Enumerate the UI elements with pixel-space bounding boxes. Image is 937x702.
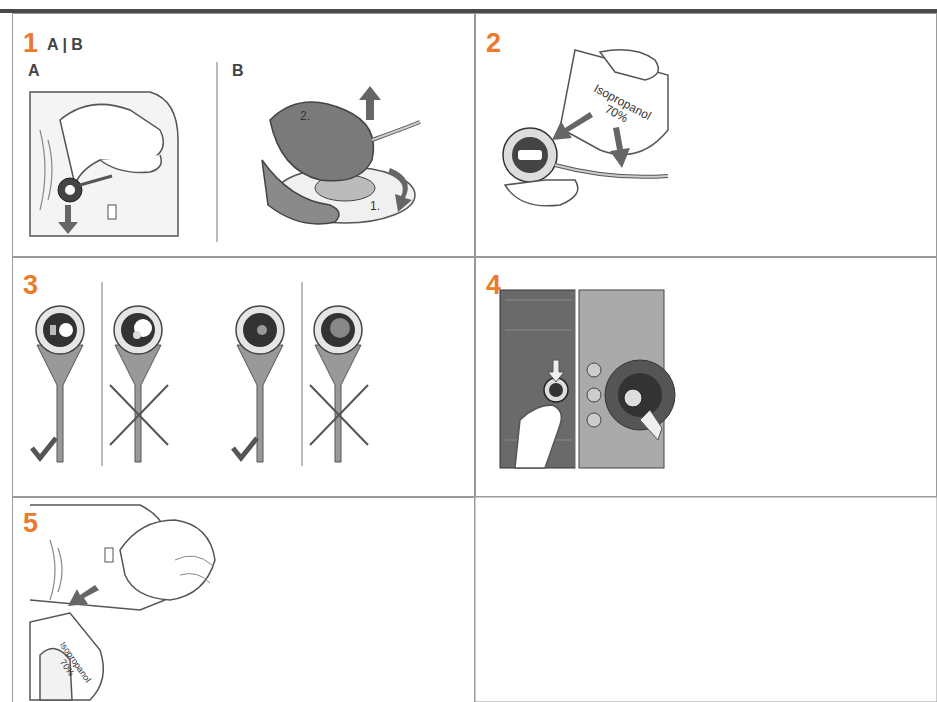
remove-sensor-illustration-part (108, 205, 116, 219)
sensor-check-illustration-part-part (236, 306, 284, 354)
step-number: 1 (23, 28, 38, 59)
step-panel: 1 A | B (12, 13, 475, 257)
attach-sensor-illustration-part (618, 373, 662, 417)
remove-sensor-illustration-part (65, 185, 75, 195)
attach-sensor-illustration-part (587, 413, 601, 427)
step-number: 3 (23, 270, 38, 301)
sensor-check-illustration-part-part (330, 318, 350, 338)
sensor-check-illustration-part (310, 306, 368, 462)
sensor-check-illustration-part (110, 306, 168, 462)
remove-sensor-illustration-part (100, 155, 161, 173)
variant-heading: A | B (47, 36, 83, 54)
divider (217, 62, 218, 242)
clean-skin-illustration (30, 505, 215, 700)
empty-panel (475, 497, 937, 702)
wipe-label: Isopropanol 70% (578, 78, 661, 139)
wipe-label: Isopropanol 70% (46, 636, 95, 695)
sensor-check-illustration-part (102, 282, 103, 466)
sensor-check-illustration-part-part (115, 345, 161, 462)
sensor-check-illustration-part-part (59, 323, 73, 337)
attach-sensor-illustration-part (640, 410, 662, 440)
sensor-check-illustration-part (233, 438, 257, 458)
sensor-check-illustration-part-part (43, 313, 77, 347)
clean-sensor-illustration-part (505, 180, 578, 206)
sensor-check-illustration-part-part (310, 385, 368, 445)
remove-sensor-illustration-part (30, 92, 178, 236)
clean-sensor-illustration-part (503, 128, 557, 182)
sensor-check-illustration-part (32, 438, 56, 458)
clean-sensor-illustration-part (555, 165, 668, 177)
sensor-check-illustration-part-part (37, 345, 83, 462)
remove-sensor-illustration-part (58, 205, 78, 234)
attach-sensor-illustration-part (500, 290, 577, 468)
remove-sensor-illustration-part (80, 176, 112, 185)
sensor-check-illustration-part (236, 306, 284, 462)
attach-sensor-illustration-part (515, 405, 561, 468)
sensor-check-illustration-part-part (36, 306, 84, 354)
sensor-check-illustration-part-part (133, 331, 141, 339)
step-number: 5 (23, 508, 38, 539)
attach-sensor-illustration-part (549, 383, 563, 397)
attach-sensor-illustration-part (624, 389, 642, 407)
remove-sensor-illustration-part (58, 178, 82, 202)
sensor-check-illustration (32, 282, 368, 466)
variant-letter: A (28, 62, 40, 80)
clean-skin-illustration-part (120, 520, 215, 600)
clean-sensor-illustration (503, 50, 668, 206)
lift-sensor-illustration-part (262, 160, 339, 224)
sensor-check-illustration-part (36, 306, 84, 462)
step-panel: 2 (475, 13, 937, 257)
lift-sensor-illustration (262, 86, 420, 224)
clean-skin-illustration-part (175, 556, 212, 583)
attach-sensor-illustration-part (587, 388, 601, 402)
clean-skin-illustration-part (105, 548, 113, 562)
step-number: 4 (486, 270, 501, 301)
sensor-check-illustration-part-part (321, 313, 355, 347)
sensor-check-illustration-part-part (110, 385, 168, 445)
clean-sensor-illustration-part (518, 150, 542, 160)
sensor-check-illustration-part (302, 282, 303, 466)
clean-skin-illustration-part (68, 585, 99, 606)
sequence-number: 1. (370, 200, 380, 213)
clean-sensor-illustration-part (555, 165, 668, 177)
sensor-check-illustration-part-part (315, 345, 361, 462)
step-panel: 4 (475, 257, 937, 497)
attach-sensor-illustration-part (587, 363, 601, 377)
step-number: 2 (486, 28, 501, 59)
sequence-number: 2. (300, 110, 310, 123)
clean-sensor-illustration-part (560, 50, 668, 155)
sensor-check-illustration-part-part (314, 306, 362, 354)
lift-sensor-illustration-part (270, 102, 373, 181)
lift-sensor-illustration-part (372, 122, 420, 140)
clean-sensor-illustration-part (512, 137, 548, 173)
sensor-check-illustration-part-part (243, 313, 277, 347)
clean-sensor-illustration-part (600, 50, 658, 80)
clean-sensor-illustration-part (552, 112, 593, 140)
remove-sensor-illustration-part (60, 104, 163, 185)
clean-sensor-illustration-part (610, 127, 630, 168)
remove-sensor-illustration-part (40, 130, 52, 210)
attach-sensor-illustration-part (576, 285, 579, 470)
sensor-check-illustration-part-part (121, 313, 155, 347)
attach-sensor-illustration-part (548, 360, 564, 382)
step-panel: 3 (12, 257, 475, 497)
lift-sensor-illustration-part (359, 86, 381, 120)
attach-sensor-illustration (500, 285, 675, 470)
sensor-check-illustration-part-part (257, 325, 267, 335)
sensor-check-illustration-part-part (114, 306, 162, 354)
sensor-check-illustration-part-part (237, 345, 283, 462)
clean-skin-illustration-part (30, 613, 103, 700)
variant-letter: B (232, 62, 244, 80)
lift-sensor-illustration-part (388, 168, 412, 212)
remove-sensor-illustration (30, 92, 178, 236)
sensor-check-illustration-part-part (50, 325, 56, 335)
clean-skin-illustration-part (50, 540, 62, 600)
lift-sensor-illustration-part (372, 122, 420, 140)
